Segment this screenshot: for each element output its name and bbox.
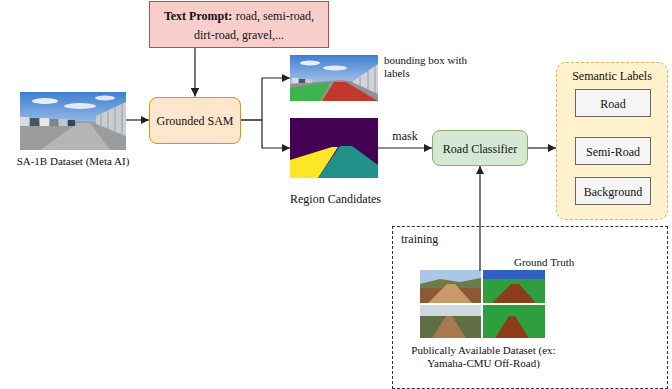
training-photos — [420, 270, 545, 338]
training-group: trainingGround TruthPublically Available… — [392, 226, 668, 389]
illustration-shape — [360, 77, 361, 87]
illustration-shape — [420, 305, 481, 338]
text-wrap: Grounded SAM — [157, 110, 234, 129]
text-wrap: Road Classifier — [443, 138, 517, 157]
label-box: Background — [575, 177, 651, 205]
illustration-shape — [352, 64, 378, 94]
image-caption: Ground Truth — [514, 256, 574, 269]
label-box: Road — [575, 89, 651, 117]
group-heading: Semantic Labels — [557, 69, 667, 83]
text-wrap: Road — [600, 93, 625, 112]
image-caption: Publically Available Dataset (ex: Yamaha… — [405, 344, 562, 370]
arrow-connector — [126, 119, 149, 120]
label-box: Semi-Road — [575, 137, 651, 165]
illustration-shape — [306, 79, 312, 83]
illustration-shape — [122, 104, 123, 134]
classifier-box: Road Classifier — [432, 130, 528, 166]
mask-image: Region Candidates — [290, 118, 378, 178]
text-wrap: Text Prompt:road, semi-road, dirt-road, … — [156, 5, 322, 43]
arrow-connector — [528, 147, 556, 148]
illustration-shape — [40, 123, 110, 150]
illustration-shape — [32, 98, 58, 104]
prompt-box: Text Prompt:road, semi-road, dirt-road, … — [149, 1, 329, 48]
node-text: Road Classifier — [443, 142, 517, 156]
illustration-shape — [101, 114, 102, 126]
text-wrap: Background — [584, 181, 643, 200]
illustration-shape — [375, 66, 376, 93]
illustration-shape — [420, 270, 481, 303]
illustration-shape — [483, 305, 545, 338]
illustration-shape — [50, 119, 58, 126]
illustration-shape — [20, 117, 29, 126]
training-image: Ground TruthPublically Available Dataset… — [421, 271, 546, 339]
labels-group: Semantic LabelsRoadSemi-RoadBackground — [556, 62, 668, 220]
illustration-shape — [290, 118, 378, 178]
arrow-connector — [241, 78, 290, 120]
illustration-shape — [432, 316, 466, 338]
illustration-shape — [40, 118, 49, 126]
illustration-shape — [300, 61, 320, 66]
illustration-shape — [428, 284, 472, 303]
model-box: Grounded SAM — [149, 97, 241, 144]
image-caption: SA-1B Dataset (Meta AI) — [6, 155, 140, 168]
arrow-connector — [241, 120, 290, 148]
node-text: Background — [584, 185, 643, 199]
detection-photo — [290, 55, 378, 101]
node-text: Text Prompt: — [164, 9, 232, 23]
illustration-shape — [292, 78, 298, 83]
illustration-shape — [95, 96, 115, 101]
edge-label: mask — [390, 129, 419, 144]
illustration-shape — [68, 120, 75, 126]
illustration-shape — [20, 92, 126, 150]
illustration-shape — [420, 278, 481, 303]
illustration-shape — [108, 111, 109, 129]
image-caption: Region Candidates — [290, 192, 381, 206]
node-text: Road — [600, 97, 625, 111]
illustration-shape — [492, 284, 536, 303]
mask-picture — [290, 118, 378, 178]
illustration-shape — [318, 146, 378, 178]
illustration-shape — [115, 107, 116, 131]
group-heading: training — [401, 232, 438, 246]
illustration-shape — [64, 103, 96, 109]
illustration-shape — [368, 71, 369, 90]
illustration-shape — [483, 270, 545, 303]
node-text: Grounded SAM — [157, 114, 234, 128]
arrow-connector — [194, 48, 195, 97]
sa1b-photo — [20, 92, 126, 150]
arrow-connector — [378, 147, 432, 148]
dataset-image: SA-1B Dataset (Meta AI) — [20, 92, 126, 150]
illustration-shape — [59, 119, 67, 126]
text-wrap: Semi-Road — [586, 141, 640, 160]
illustration-shape — [495, 316, 529, 338]
detection-image: bounding box with labels — [290, 55, 378, 101]
illustration-shape — [483, 270, 545, 279]
node-text: Semi-Road — [586, 145, 640, 159]
illustration-shape — [290, 55, 378, 101]
illustration-shape — [96, 102, 126, 136]
illustration-shape — [420, 316, 481, 338]
arrow-connector — [479, 166, 480, 271]
illustration-shape — [323, 66, 347, 71]
illustration-shape — [299, 79, 305, 83]
illustration-shape — [30, 118, 39, 126]
image-caption: bounding box with labels — [384, 54, 468, 80]
